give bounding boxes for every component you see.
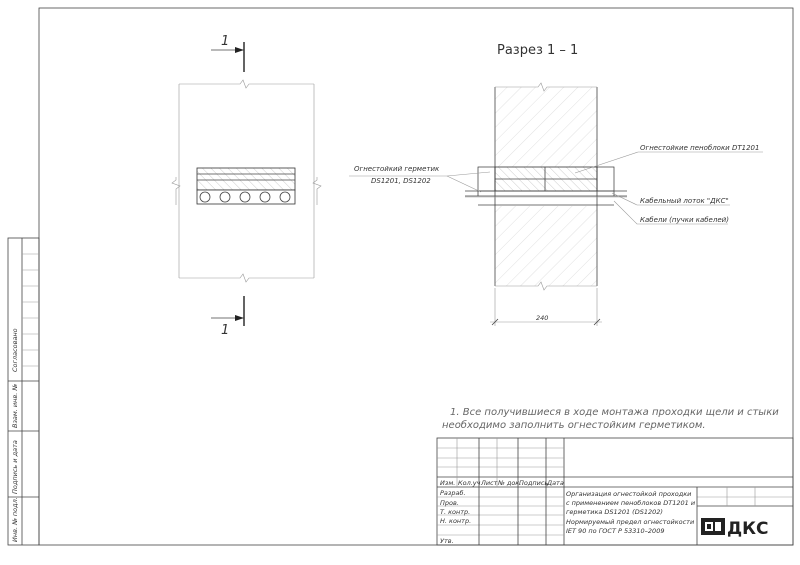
col-header-5: Дата (546, 479, 564, 487)
role-norm-control: Н. контр. (440, 517, 471, 525)
description-line-5: IET 90 по ГОСТ Р 53310–2009 (566, 527, 664, 535)
callout-sealant-line1: Огнестойкий герметик (354, 165, 440, 173)
role-tech-control: Т. контр. (440, 508, 470, 516)
sign-date-label: Подпись и дата (11, 440, 19, 494)
section-mark-bottom: 1 (221, 323, 229, 338)
description-line-4: Нормируемый предел огнестойкости (566, 518, 694, 526)
dkc-logo: ДКС (701, 518, 769, 539)
col-header-0: Изм. (440, 479, 455, 487)
dimension-label: 240 (536, 314, 548, 322)
col-header-1: Кол.уч (458, 479, 481, 487)
description-line-2: с применением пеноблоков DT1201 и (566, 499, 695, 507)
callout-foam-blocks: Огнестойкие пеноблоки DT1201 (640, 144, 759, 152)
agreed-label: Согласовано (11, 328, 19, 372)
section-title: Разрез 1 – 1 (497, 43, 578, 58)
callout-cables: Кабели (пучки кабелей) (640, 216, 729, 224)
note-line-2: необходимо заполнить огнестойким гермети… (442, 419, 706, 431)
col-header-2: Лист (480, 479, 498, 487)
col-header-3: № док. (497, 479, 521, 487)
role-developer: Разраб. (440, 489, 466, 497)
side-stamp: Согласовано Взам. инв. № Подпись и дата … (7, 237, 40, 546)
sheet-frame (38, 7, 794, 546)
plan-view: 1 1 (171, 34, 322, 338)
role-checked: Пров. (440, 499, 459, 507)
description-line-3: герметика DS1201 (DS1202) (566, 508, 663, 516)
description-line-1: Организация огнестойкой проходки (566, 490, 691, 498)
section-view: Разрез 1 – 1 240 Огнестойкие пеноблоки D… (349, 43, 763, 326)
section-mark-top: 1 (221, 34, 229, 49)
callout-cable-tray: Кабельный лоток "ДКС" (640, 197, 729, 205)
title-block: Изм. Кол.уч Лист № док. Подпись Дата Раз… (436, 437, 794, 546)
logo-text: ДКС (727, 519, 769, 539)
note-line-1: 1. Все получившиеся в ходе монтажа прохо… (450, 407, 779, 418)
inv-ref-label: Взам. инв. № (11, 384, 19, 428)
role-approved: Утв. (440, 537, 454, 545)
callout-sealant-line2: DS1201, DS1202 (371, 177, 431, 185)
col-header-4: Подпись (519, 479, 548, 487)
inv-orig-label: Инв. № подл. (11, 497, 19, 542)
